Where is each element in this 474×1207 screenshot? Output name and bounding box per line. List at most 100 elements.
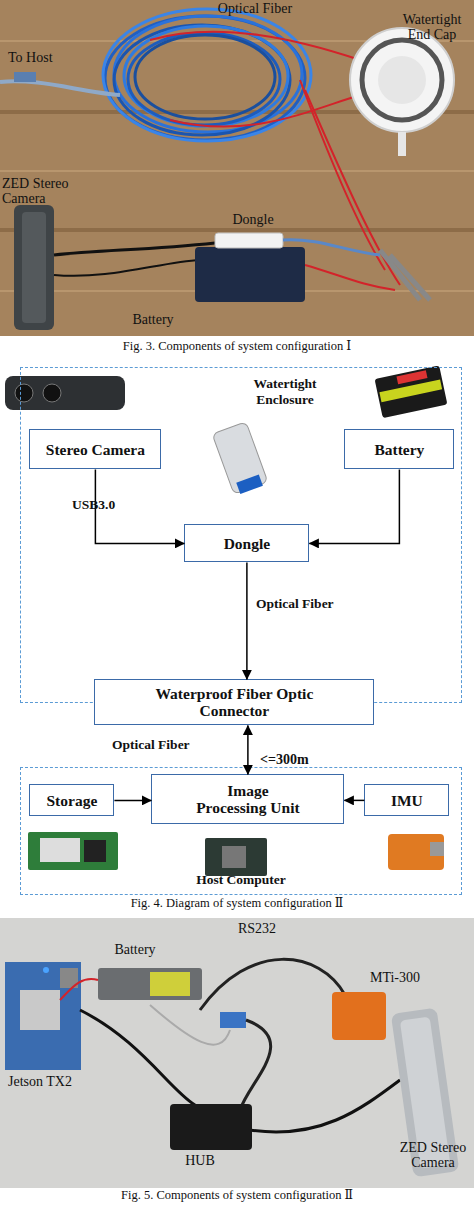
battery-icon (375, 365, 448, 418)
photo-label: <=300m (260, 752, 340, 767)
photo-label: Watertight End Cap (390, 12, 474, 43)
edge-label: Optical Fiber (256, 597, 366, 612)
process-box: Storage (29, 784, 114, 816)
group-heading: Watertight Enclosure (239, 376, 331, 407)
photo-label: Battery (118, 312, 188, 327)
wire (170, 95, 360, 127)
process-box: Dongle (184, 524, 309, 562)
rs232-connector (220, 1012, 246, 1028)
dongle-icon (212, 422, 268, 496)
arrow-connector (114, 800, 151, 802)
camera-lens (15, 384, 33, 402)
photo-label: Fig. 5. Components of system configurati… (0, 1189, 474, 1203)
cable (150, 1005, 230, 1045)
mti-300 (332, 992, 386, 1040)
camera-icon (5, 376, 125, 410)
dongle (215, 233, 283, 248)
photo-label: ZED Stereo Camera (2, 176, 82, 207)
usb-cable (250, 1080, 400, 1132)
ssd-icon (28, 832, 118, 870)
led (43, 967, 49, 973)
power-wire (60, 979, 98, 1000)
end-cap (350, 28, 454, 156)
cap-stem (398, 132, 406, 156)
camera-body (14, 205, 54, 330)
coil-loop (128, 33, 280, 125)
box-label: IMU (391, 792, 423, 809)
photo-label: ZED Stereo Camera (392, 1140, 474, 1171)
dongle-body (212, 422, 268, 494)
plank-seam (0, 228, 474, 232)
ssd-chip (84, 840, 106, 862)
wood-floor (0, 0, 474, 336)
figure-caption: Fig. 4. Diagram of system configuration … (0, 897, 474, 911)
edge-label: USB3.0 (72, 498, 142, 513)
edge-label: Optical Fiber (112, 738, 222, 753)
cable (54, 260, 200, 276)
box-label: Waterproof Fiber Optic Connector (135, 685, 333, 719)
photo-label: Dongle (218, 212, 288, 227)
wire (150, 32, 360, 60)
wood-grain (0, 170, 474, 172)
usb-cable (80, 1010, 195, 1105)
cap-disc (350, 28, 454, 132)
process-box: Stereo Camera (29, 429, 161, 469)
usb-cable (240, 1020, 271, 1110)
arrow-connector (246, 562, 248, 679)
camera-face (22, 212, 46, 323)
photo-label: Battery (100, 942, 170, 957)
coil-loop (124, 26, 288, 126)
photo-label: Jetson TX2 (8, 1074, 78, 1089)
coil-loop (135, 35, 275, 119)
coil-loop (114, 16, 302, 132)
arrow-connector (247, 725, 249, 774)
box-label: Battery (374, 441, 424, 458)
usb-cable (54, 243, 215, 255)
table-surface (0, 918, 474, 1188)
board-chip (222, 846, 246, 868)
group-frame: Watertight EnclosureStereo Camera Battery… (20, 367, 462, 703)
heatsink (20, 990, 60, 1030)
process-box: Image Processing Unit (151, 774, 344, 824)
battery-pack (98, 968, 202, 1000)
o-ring (362, 40, 442, 120)
arrow-connector (344, 800, 364, 802)
photo-label: Fig. 3. Components of system configurati… (0, 340, 474, 354)
photo-label: RS232 (222, 921, 292, 936)
photo-label: Optical Fiber (195, 1, 315, 16)
photo-label: To Host (8, 50, 88, 65)
photo-fig5 (0, 918, 474, 1188)
usb-plug (14, 72, 36, 82)
camera-lens (43, 384, 61, 402)
coil-loop (114, 25, 290, 135)
cap-center (378, 56, 426, 104)
imu-icon (388, 834, 444, 870)
photo-label: MTi-300 (355, 970, 435, 985)
process-box: IMU (364, 784, 449, 816)
battery-sticker (150, 972, 190, 996)
fiber-lead (283, 240, 380, 255)
box-label: Stereo Camera (46, 441, 145, 458)
battery-body (375, 365, 448, 418)
battery-stripe (396, 370, 427, 384)
imu-connector (430, 842, 444, 856)
photo-label: HUB (170, 1153, 230, 1168)
zed-camera (14, 205, 54, 330)
coil-loop (103, 9, 311, 141)
battery-pack (195, 247, 305, 302)
group-heading: Host Computer (181, 872, 301, 888)
usb-port (236, 475, 263, 494)
ssd-label (40, 838, 80, 862)
process-box: Waterproof Fiber Optic Connector (94, 679, 374, 725)
fiber-coil (103, 9, 311, 141)
wire (305, 265, 395, 290)
box-label: Dongle (224, 535, 271, 552)
box-label: Storage (46, 792, 97, 809)
battery-stripe (379, 379, 442, 402)
box-label: Image Processing Unit (190, 782, 305, 816)
usb-hub (170, 1104, 252, 1150)
